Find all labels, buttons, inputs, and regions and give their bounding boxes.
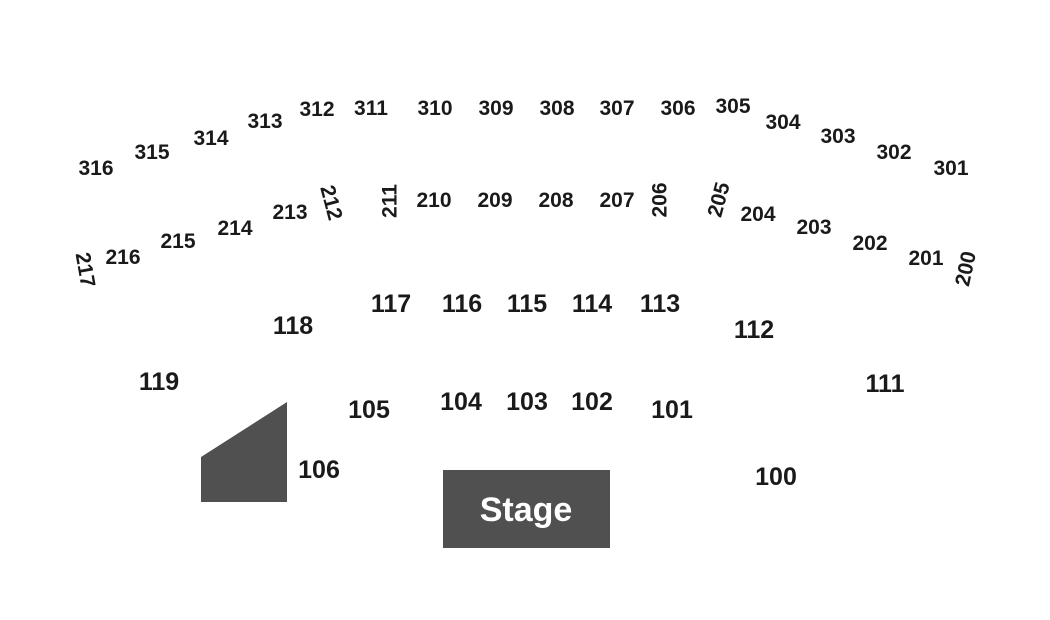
section-205[interactable]: 205 (703, 180, 734, 220)
section-214[interactable]: 214 (217, 217, 252, 240)
section-118[interactable]: 118 (273, 312, 313, 340)
section-308[interactable]: 308 (539, 97, 574, 120)
section-312[interactable]: 312 (299, 98, 334, 121)
section-206[interactable]: 206 (649, 182, 672, 217)
stage-area (443, 470, 610, 548)
section-200[interactable]: 200 (951, 249, 981, 288)
stage-label: Stage (480, 491, 573, 529)
section-102[interactable]: 102 (571, 388, 613, 416)
section-304[interactable]: 304 (765, 111, 800, 134)
section-311[interactable]: 311 (354, 97, 388, 120)
section-201[interactable]: 201 (908, 247, 943, 270)
section-315[interactable]: 315 (134, 141, 169, 164)
section-119[interactable]: 119 (139, 368, 179, 396)
floor-block-shape (201, 402, 287, 502)
section-310[interactable]: 310 (417, 97, 452, 120)
section-314[interactable]: 314 (193, 127, 228, 150)
section-103[interactable]: 103 (506, 388, 548, 416)
section-117[interactable]: 117 (371, 290, 411, 318)
section-302[interactable]: 302 (876, 141, 911, 164)
section-116[interactable]: 116 (442, 290, 482, 318)
section-305[interactable]: 305 (715, 95, 750, 118)
section-112[interactable]: 112 (734, 316, 774, 344)
section-307[interactable]: 307 (599, 97, 634, 120)
section-113[interactable]: 113 (640, 290, 680, 318)
section-203[interactable]: 203 (796, 216, 831, 239)
section-217[interactable]: 217 (71, 251, 100, 290)
section-309[interactable]: 309 (478, 97, 513, 120)
section-215[interactable]: 215 (160, 230, 195, 253)
section-301[interactable]: 301 (933, 157, 968, 180)
section-210[interactable]: 210 (416, 189, 451, 212)
section-100[interactable]: 100 (755, 463, 797, 491)
section-101[interactable]: 101 (651, 396, 693, 424)
section-114[interactable]: 114 (572, 290, 612, 318)
section-212[interactable]: 212 (315, 183, 346, 223)
section-207[interactable]: 207 (599, 189, 634, 212)
section-204[interactable]: 204 (740, 203, 775, 226)
section-104[interactable]: 104 (440, 388, 482, 416)
section-303[interactable]: 303 (820, 125, 855, 148)
section-216[interactable]: 216 (105, 246, 140, 269)
section-316[interactable]: 316 (78, 157, 113, 180)
section-213[interactable]: 213 (272, 201, 307, 224)
section-106[interactable]: 106 (298, 456, 340, 484)
section-202[interactable]: 202 (852, 232, 887, 255)
stage: Stage (443, 470, 610, 548)
section-306[interactable]: 306 (660, 97, 695, 120)
section-111[interactable]: 111 (866, 370, 905, 398)
section-211[interactable]: 211 (379, 184, 402, 218)
section-313[interactable]: 313 (247, 110, 282, 133)
section-209[interactable]: 209 (477, 189, 512, 212)
section-208[interactable]: 208 (538, 189, 573, 212)
section-115[interactable]: 115 (507, 290, 547, 318)
section-105[interactable]: 105 (348, 396, 390, 424)
